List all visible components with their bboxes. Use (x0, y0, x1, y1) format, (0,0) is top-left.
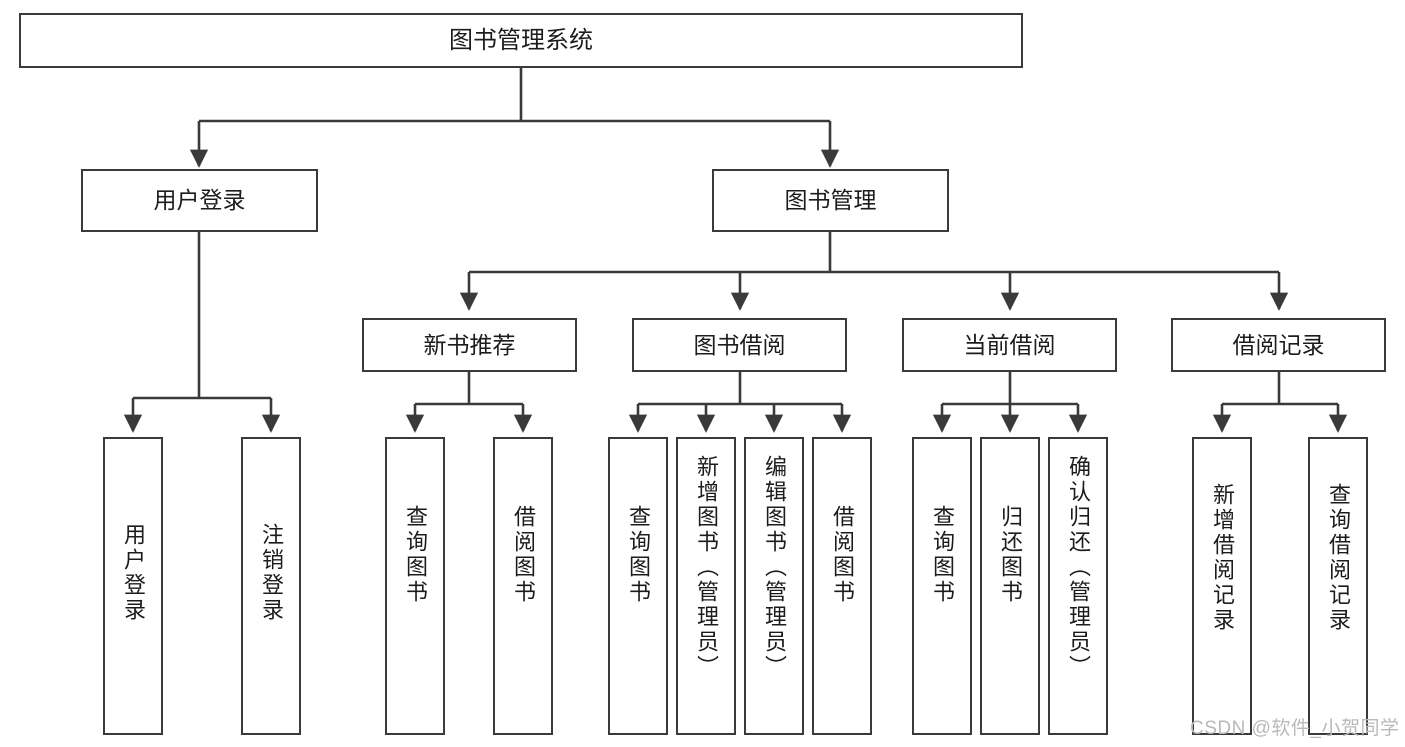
node-leaf-borrow-books-2[interactable]: 借阅图书 (812, 437, 872, 735)
node-borrow-record[interactable]: 借阅记录 (1171, 318, 1386, 372)
node-leaf-query-borrow-record[interactable]: 查询借阅记录 (1308, 437, 1368, 735)
node-label: 当前借阅 (963, 331, 1056, 358)
node-leaf-query-books-2[interactable]: 查询图书 (608, 437, 668, 735)
node-book-borrow[interactable]: 图书借阅 (632, 318, 847, 372)
node-root-system[interactable]: 图书管理系统 (19, 13, 1023, 68)
node-label: 查询图书 (930, 505, 955, 605)
node-leaf-query-books-1[interactable]: 查询图书 (385, 437, 445, 735)
node-label: 图书管理系统 (449, 26, 593, 54)
node-current-borrow[interactable]: 当前借阅 (902, 318, 1117, 372)
node-leaf-query-books-3[interactable]: 查询图书 (912, 437, 972, 735)
node-leaf-edit-book-admin[interactable]: 编辑图书（管理员） (744, 437, 804, 735)
node-label: 确认归还（管理员） (1066, 455, 1091, 680)
node-leaf-borrow-books-1[interactable]: 借阅图书 (493, 437, 553, 735)
node-label: 归还图书 (998, 505, 1023, 605)
node-label: 查询借阅记录 (1326, 483, 1351, 633)
node-label: 注销登录 (259, 523, 284, 623)
node-new-book-recommend[interactable]: 新书推荐 (362, 318, 577, 372)
node-book-management[interactable]: 图书管理 (712, 169, 949, 232)
node-label: 查询图书 (626, 505, 651, 605)
node-label: 借阅记录 (1232, 331, 1325, 358)
node-leaf-add-borrow-record[interactable]: 新增借阅记录 (1192, 437, 1252, 735)
node-label: 新书推荐 (423, 331, 516, 358)
node-leaf-add-book-admin[interactable]: 新增图书（管理员） (676, 437, 736, 735)
node-label: 新增图书（管理员） (694, 455, 719, 680)
node-label: 借阅图书 (511, 505, 536, 605)
node-leaf-user-login[interactable]: 用户登录 (103, 437, 163, 735)
watermark: CSDN @软件_小贺同学 (1190, 718, 1400, 739)
node-label: 图书借阅 (693, 331, 786, 358)
node-leaf-return-books[interactable]: 归还图书 (980, 437, 1040, 735)
node-label: 用户登录 (121, 523, 146, 623)
node-leaf-logout[interactable]: 注销登录 (241, 437, 301, 735)
node-user-login[interactable]: 用户登录 (81, 169, 318, 232)
node-label: 新增借阅记录 (1210, 483, 1235, 633)
node-leaf-confirm-return-admin[interactable]: 确认归还（管理员） (1048, 437, 1108, 735)
node-label: 图书管理 (784, 187, 877, 214)
node-label: 查询图书 (403, 505, 428, 605)
node-label: 编辑图书（管理员） (762, 455, 787, 680)
node-label: 用户登录 (153, 187, 246, 214)
node-label: 借阅图书 (830, 505, 855, 605)
